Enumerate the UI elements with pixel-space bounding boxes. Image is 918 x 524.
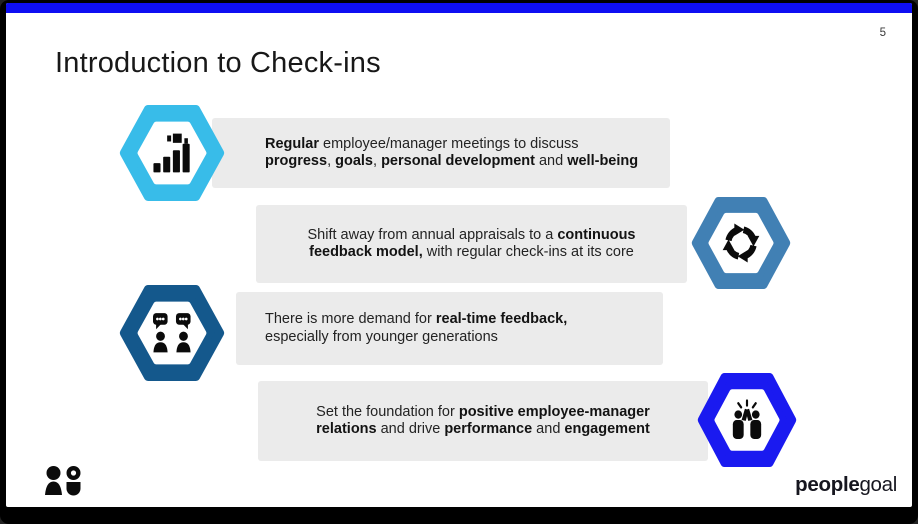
info-box: Regular employee/manager meetings to dis… bbox=[212, 118, 670, 188]
top-accent-bar bbox=[6, 3, 912, 13]
chat-people-hexagon bbox=[119, 285, 225, 381]
slide-number: 5 bbox=[879, 27, 886, 39]
info-box-line: especially from younger generations bbox=[265, 328, 498, 345]
slide-canvas: 5 Introduction to Check-ins Regular empl… bbox=[6, 3, 912, 507]
brand-wordmark-light: goal bbox=[859, 473, 897, 496]
brand-wordmark-bold: people bbox=[795, 473, 860, 496]
brand-wordmark: peoplegoal bbox=[795, 473, 897, 497]
info-box: There is more demand for real-time feedb… bbox=[236, 292, 663, 365]
info-box-line: Shift away from annual appraisals to a c… bbox=[307, 226, 636, 243]
info-box-line: There is more demand for real-time feedb… bbox=[265, 311, 568, 327]
peoplegoal-mark-icon bbox=[45, 466, 81, 496]
info-box: Set the foundation for positive employee… bbox=[258, 381, 708, 461]
info-box-line: Set the foundation for positive employee… bbox=[316, 403, 650, 420]
chat-people-icon bbox=[153, 313, 191, 353]
cycle-arrows-icon bbox=[722, 223, 760, 263]
cycle-arrows-hexagon bbox=[691, 197, 791, 289]
high-five-hexagon bbox=[697, 373, 797, 467]
info-box-line: progress, goals, personal development an… bbox=[265, 153, 639, 169]
info-box-line: relations and drive performance and enga… bbox=[316, 421, 650, 437]
info-box-line: feedback model, with regular check-ins a… bbox=[309, 244, 634, 260]
slide-title: Introduction to Check-ins bbox=[55, 47, 381, 79]
info-box-line: Regular employee/manager meetings to dis… bbox=[265, 135, 579, 152]
high-five-icon bbox=[732, 399, 762, 439]
growth-bars-hexagon bbox=[119, 105, 225, 201]
info-box: Shift away from annual appraisals to a c… bbox=[256, 205, 687, 283]
growth-bars-icon bbox=[153, 133, 190, 173]
